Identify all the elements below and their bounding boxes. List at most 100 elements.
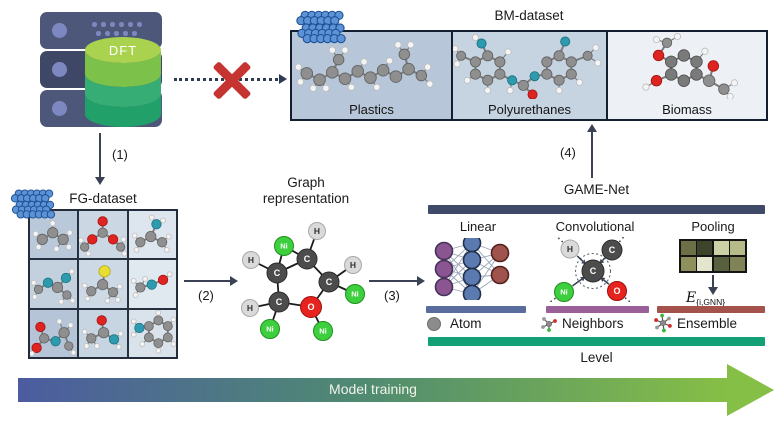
fg-cell-2	[128, 211, 176, 259]
svg-text:Ni: Ni	[560, 288, 568, 297]
svg-text:H: H	[350, 260, 356, 270]
arrow-1-line	[99, 133, 101, 177]
server-led-icon	[52, 23, 67, 38]
pooling-cell	[713, 256, 729, 271]
svg-text:C: C	[609, 245, 616, 255]
svg-text:C: C	[274, 268, 281, 278]
bm-panel-plastics: Plastics	[292, 32, 453, 119]
arrow-2-head-icon	[230, 276, 238, 286]
pooling-cell	[713, 241, 729, 256]
model-training-arrowhead-icon	[727, 364, 774, 416]
bm-metal-slab-cluster-icon	[293, 8, 349, 46]
graph-representation-title: Graph representation	[240, 175, 372, 207]
fg-cell-6	[30, 309, 78, 357]
fg-cell-1	[79, 211, 127, 259]
fg-cell-8	[128, 309, 176, 357]
polyurethanes-molecule-svg	[453, 33, 602, 99]
server-led-icon	[52, 101, 67, 116]
pooling-cell	[681, 241, 696, 256]
svg-text:H: H	[314, 226, 320, 236]
energy-subscript: {i,GNN}	[696, 297, 726, 307]
arrow-3-line	[369, 280, 417, 282]
svg-text:C: C	[326, 277, 333, 287]
fg-dataset-grid	[28, 209, 178, 359]
arrow-3-head-icon	[417, 276, 425, 286]
arrow-1-head-icon	[95, 177, 105, 185]
fg-cell-0	[30, 211, 78, 259]
graph-title-line2: representation	[262, 191, 350, 206]
svg-text:Ni: Ni	[266, 325, 274, 334]
column-linear-label: Linear	[459, 219, 497, 234]
level-label: Level	[580, 350, 613, 365]
gamenet-title: GAME-Net	[563, 182, 630, 197]
svg-text:O: O	[307, 302, 314, 312]
svg-text:C: C	[590, 266, 597, 276]
arrow-1-label: (1)	[112, 147, 128, 162]
convolutional-svg: C H C Ni O	[541, 233, 649, 305]
server-led-icon	[52, 62, 67, 77]
pooling-arrow-head-icon	[708, 287, 718, 295]
svg-text:Ni: Ni	[280, 242, 288, 251]
bm-dataset-title: BM-dataset	[494, 8, 564, 23]
dft-label: DFT	[108, 43, 138, 58]
atom-legend-icon	[427, 317, 441, 331]
ensemble-legend-label: Ensemble	[677, 316, 738, 331]
bm-panel-polyurethanes: Polyurethanes	[453, 32, 608, 119]
pooling-output-label: E{i,GNN}	[686, 289, 750, 307]
column-convolutional-label: Convolutional	[555, 219, 635, 234]
neighbors-legend-label: Neighbors	[562, 316, 624, 331]
plastics-label: Plastics	[349, 102, 394, 117]
arrow-4-line	[591, 132, 593, 178]
pooling-cell	[730, 256, 745, 271]
polyurethanes-label: Polyurethanes	[487, 102, 572, 117]
svg-text:Ni: Ni	[351, 290, 359, 299]
energy-symbol: E	[686, 290, 697, 306]
pooling-grid	[679, 239, 747, 273]
model-training-arrow: Model training	[18, 363, 775, 417]
svg-text:O: O	[613, 286, 620, 296]
pooling-cell	[681, 256, 696, 271]
column-pooling-label: Pooling	[691, 219, 735, 234]
arrow-2-line	[184, 280, 230, 282]
graph-title-line1: Graph	[287, 175, 325, 190]
blocked-path-arrowhead-icon	[279, 74, 287, 84]
neighbors-level-bar	[546, 306, 649, 313]
svg-text:Ni: Ni	[319, 327, 327, 336]
svg-text:H: H	[567, 244, 573, 254]
linear-nn-svg	[430, 233, 524, 304]
fg-dataset-title: FG-dataset	[69, 191, 137, 206]
ensemble-level-bar	[657, 306, 765, 313]
atom-legend-label: Atom	[450, 316, 482, 331]
ensemble-legend-icon	[653, 313, 673, 333]
svg-text:H: H	[248, 255, 254, 265]
biomass-molecule-svg	[642, 33, 738, 99]
pooling-cell	[730, 241, 745, 256]
fg-metal-slab-cluster-icon	[8, 187, 58, 221]
bm-dataset-box: Plastics Polyurethanes Biomass	[290, 30, 768, 121]
neighbors-legend-icon	[541, 315, 558, 332]
bm-panel-biomass: Biomass	[608, 32, 766, 119]
arrow-3-label: (3)	[384, 288, 400, 303]
pooling-arrow-line	[712, 275, 714, 287]
arrow-2-label: (2)	[198, 288, 214, 303]
model-training-arrow-body	[18, 378, 728, 402]
plastics-molecule-svg	[294, 41, 434, 92]
fg-cell-5	[128, 260, 176, 308]
arrow-4-head-icon	[587, 124, 597, 132]
red-x-icon	[209, 57, 255, 103]
svg-text:H: H	[247, 303, 253, 313]
pooling-cell	[697, 256, 713, 271]
fg-cell-3	[30, 260, 78, 308]
level-bar	[428, 337, 765, 346]
fg-cell-7	[79, 309, 127, 357]
arrow-4-label: (4)	[560, 145, 576, 160]
dft-database-cylinder-icon	[84, 36, 162, 130]
biomass-label: Biomass	[662, 102, 712, 117]
model-training-label: Model training	[329, 381, 417, 397]
fg-cell-4	[79, 260, 127, 308]
gamenet-header-bar	[428, 205, 765, 214]
atom-level-bar	[426, 306, 526, 313]
svg-text:C: C	[304, 254, 311, 264]
